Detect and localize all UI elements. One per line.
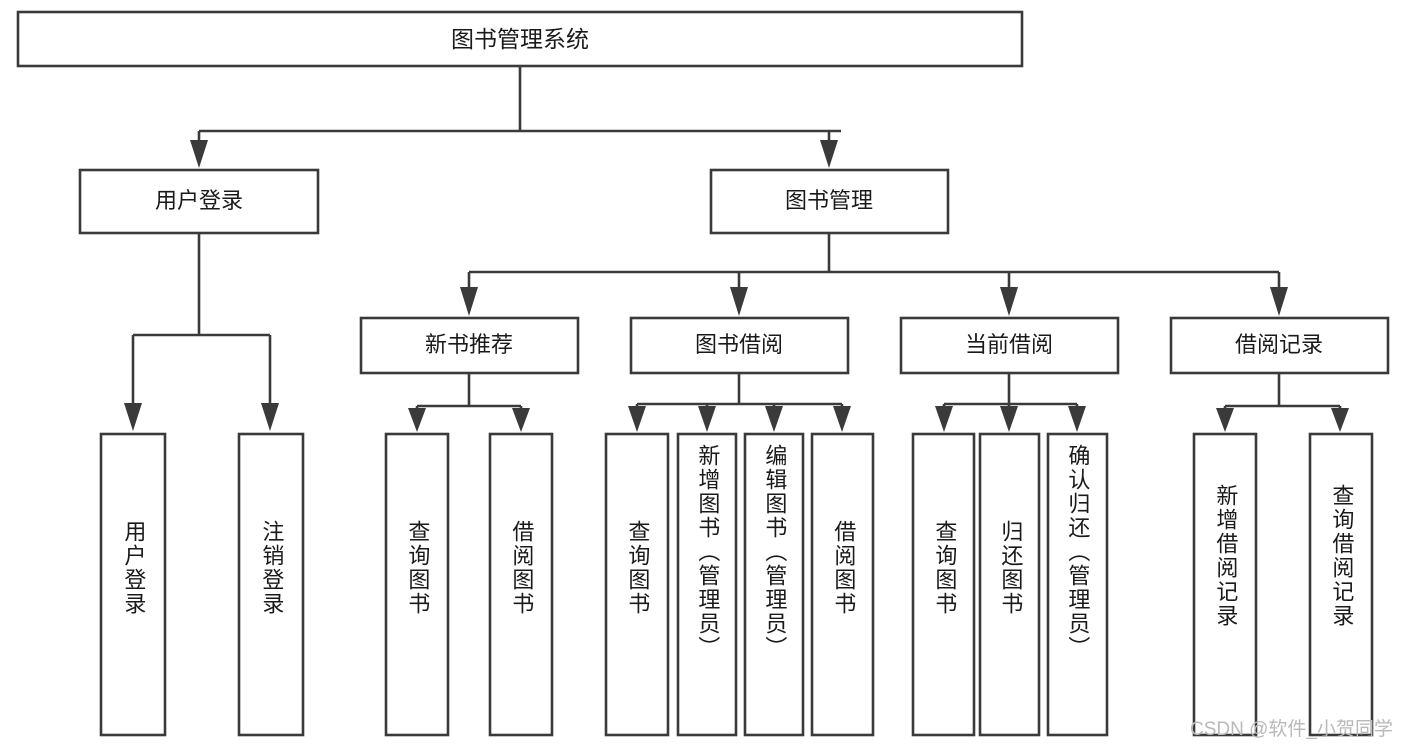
arrow-root-to-user-login	[190, 140, 208, 168]
node-book-management-label: 图书管理	[785, 188, 873, 213]
leaf-return-book-box[interactable]	[978, 432, 1041, 737]
leaf-user-logout-box[interactable]	[237, 432, 305, 737]
leaf-add-record-box[interactable]	[1192, 432, 1258, 737]
node-borrow-record[interactable]: 借阅记录	[1169, 316, 1390, 375]
leaf-user-login-box[interactable]	[99, 432, 167, 737]
arrow-to-leaf-edit-book	[765, 406, 783, 432]
node-current-borrow[interactable]: 当前借阅	[899, 316, 1120, 375]
node-user-login-label: 用户登录	[155, 188, 243, 213]
leaf-query-book-1-box[interactable]	[384, 432, 450, 737]
arrow-to-current-borrow	[1000, 287, 1018, 316]
arrow-to-leaf-user-logout	[261, 403, 279, 431]
node-book-borrow[interactable]: 图书借阅	[629, 316, 850, 375]
arrow-to-leaf-add-book	[698, 406, 716, 432]
node-new-book-recommend-label: 新书推荐	[425, 332, 513, 357]
node-book-borrow-box[interactable]	[629, 316, 850, 375]
arrow-to-leaf-query-book-1	[408, 408, 426, 432]
node-book-borrow-label: 图书借阅	[695, 332, 783, 357]
node-root-box[interactable]	[16, 10, 1024, 68]
arrow-to-leaf-query-record	[1331, 408, 1349, 432]
node-new-book-recommend[interactable]: 新书推荐	[359, 316, 580, 375]
arrow-to-leaf-borrow-book-2	[833, 406, 851, 432]
leaf-borrow-book-1-box[interactable]	[488, 432, 554, 737]
node-user-login-box[interactable]	[78, 168, 320, 235]
node-book-management[interactable]: 图书管理	[709, 168, 950, 235]
arrow-to-leaf-user-login	[124, 403, 142, 431]
node-borrow-record-box[interactable]	[1169, 316, 1390, 375]
arrow-to-leaf-confirm-return	[1068, 406, 1086, 432]
node-root-label: 图书管理系统	[451, 26, 589, 52]
node-root[interactable]: 图书管理系统	[16, 10, 1024, 68]
leaf-query-book-2-box[interactable]	[604, 432, 670, 737]
arrow-to-borrow-record	[1270, 287, 1288, 316]
arrow-to-book-borrow	[730, 287, 748, 316]
leaf-query-book-3-box[interactable]	[911, 432, 976, 737]
leaf-boxes-group	[99, 432, 1374, 737]
leaf-edit-book-box[interactable]	[743, 432, 805, 737]
node-borrow-record-label: 借阅记录	[1235, 332, 1323, 357]
leaf-query-record-box[interactable]	[1308, 432, 1374, 737]
node-book-management-box[interactable]	[709, 168, 950, 235]
arrow-to-new-book-recommend	[460, 287, 478, 316]
arrow-to-leaf-borrow-book-1	[512, 408, 530, 432]
node-current-borrow-box[interactable]	[899, 316, 1120, 375]
arrow-to-leaf-query-book-3	[935, 406, 953, 432]
leaf-borrow-book-2-box[interactable]	[810, 432, 875, 737]
node-current-borrow-label: 当前借阅	[965, 332, 1053, 357]
arrow-to-leaf-query-book-2	[628, 406, 646, 432]
arrow-to-leaf-return-book	[1000, 406, 1018, 432]
arrow-root-to-book-management	[820, 140, 838, 168]
csdn-watermark: CSDN @软件_小贺同学	[1190, 719, 1393, 740]
node-new-book-recommend-box[interactable]	[359, 316, 580, 375]
arrow-to-leaf-add-record	[1216, 408, 1234, 432]
leaf-add-book-box[interactable]	[676, 432, 738, 737]
connectors-group	[124, 66, 1349, 432]
node-user-login[interactable]: 用户登录	[78, 168, 320, 235]
leaf-confirm-return-box[interactable]	[1046, 432, 1109, 737]
